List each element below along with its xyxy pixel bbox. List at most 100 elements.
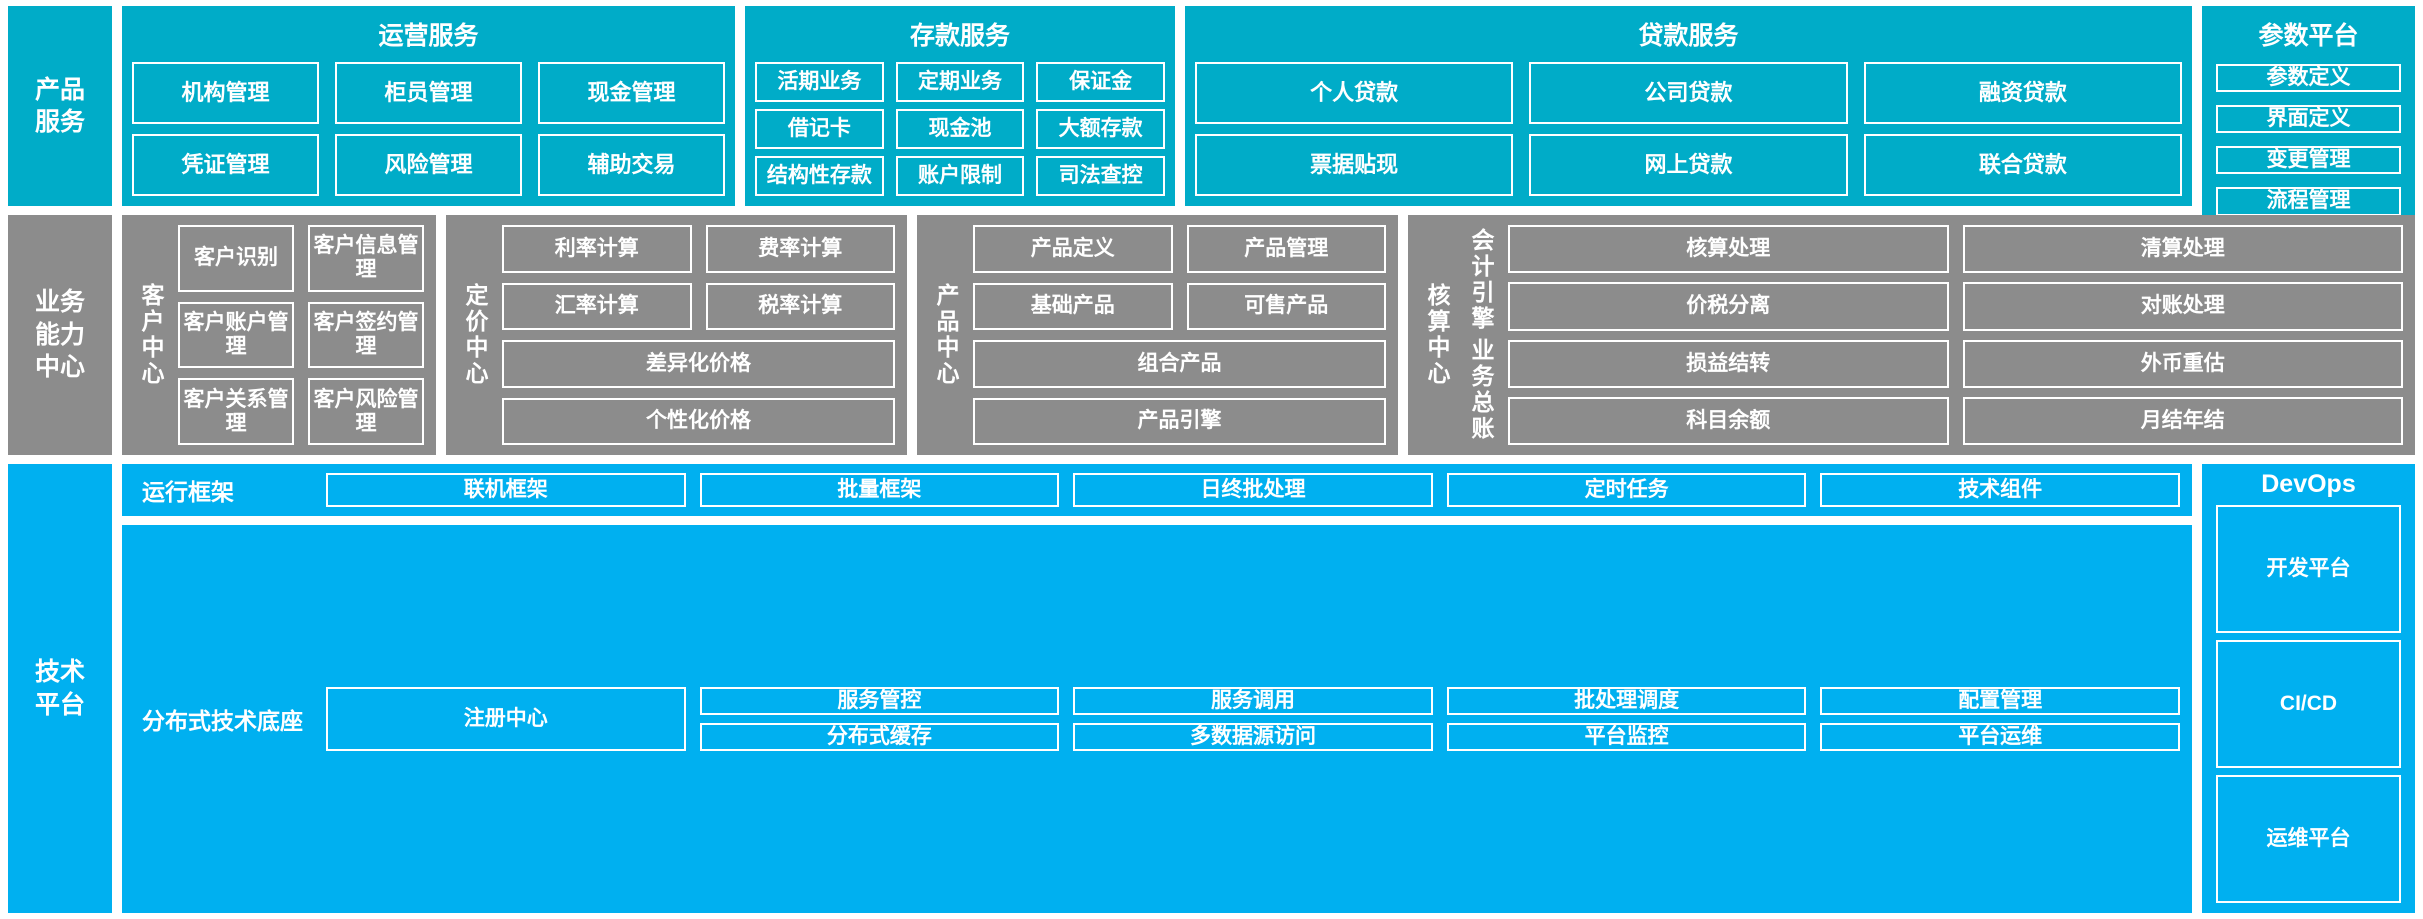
service-tile[interactable]: 借记卡	[755, 109, 884, 149]
tech-tile[interactable]: 定时任务	[1446, 473, 1807, 507]
service-tile[interactable]: 大额存款	[1036, 109, 1165, 149]
parameter-item[interactable]: 参数定义	[2216, 64, 2401, 93]
tech-tile[interactable]: 批量框架	[699, 473, 1060, 507]
capability-tile-wide[interactable]: 差异化价格	[502, 340, 895, 388]
center-accounting: 核算中心 会计引擎 业务总账 核算处理 清算处理 价税分离 对账处理 损益结转 …	[1408, 215, 2415, 455]
capability-tile[interactable]: 客户识别	[178, 225, 294, 292]
tech-tile[interactable]: 平台监控	[1446, 723, 1807, 752]
capability-tile[interactable]: 客户签约管理	[308, 301, 424, 369]
capability-tile[interactable]: 利率计算	[502, 225, 692, 273]
service-tile[interactable]: 活期业务	[755, 62, 884, 102]
accounting-sublabels: 会计引擎 业务总账	[1464, 225, 1498, 445]
band-title-runtime-framework: 运行框架	[142, 479, 234, 505]
service-tile[interactable]: 机构管理	[132, 62, 319, 124]
capability-tile[interactable]: 客户信息管理	[308, 225, 424, 292]
capability-tile[interactable]: 产品管理	[1186, 225, 1386, 273]
tech-tile[interactable]: 服务管控	[699, 686, 1060, 715]
service-tile[interactable]: 司法查控	[1036, 156, 1165, 196]
parameter-item[interactable]: 流程管理	[2216, 187, 2401, 216]
capability-tile[interactable]: 月结年结	[1962, 396, 2403, 445]
right-column: 参数平台 参数定义 界面定义 变更管理 流程管理 参数发布 参数对比	[2202, 6, 2415, 308]
service-tile[interactable]: 凭证管理	[132, 134, 319, 196]
center-customer: 客户中心 客户识别 客户信息管理 客户账户管理 客户签约管理 客户关系管理 客户…	[122, 215, 436, 455]
tech-column: 服务管控 分布式缓存	[699, 686, 1060, 752]
capability-tile[interactable]: 价税分离	[1508, 282, 1949, 331]
capability-tile[interactable]: 基础产品	[973, 282, 1173, 330]
service-tile[interactable]: 辅助交易	[538, 134, 725, 196]
service-tile[interactable]: 定期业务	[895, 62, 1025, 102]
capability-tile[interactable]: 外币重估	[1962, 339, 2403, 388]
capability-tile[interactable]: 核算处理	[1508, 225, 1949, 274]
capability-tile[interactable]: 费率计算	[705, 225, 895, 273]
loan-services-grid: 个人贷款 公司贷款 融资贷款 票据贴现 网上贷款 联合贷款	[1195, 62, 2182, 196]
service-tile[interactable]: 风险管理	[335, 134, 522, 196]
tech-tile[interactable]: 分布式缓存	[699, 723, 1060, 752]
devops-title: DevOps	[2261, 470, 2356, 498]
devops-panel: DevOps 开发平台 CI/CD 运维平台	[2202, 464, 2415, 913]
capability-tile[interactable]: 税率计算	[705, 282, 895, 330]
tech-tile[interactable]: 多数据源访问	[1073, 723, 1433, 752]
layer-label-line-1: 产品	[34, 75, 85, 104]
tech-column: 服务调用 多数据源访问	[1073, 686, 1433, 752]
group-title-loan-services: 贷款服务	[1638, 22, 1739, 50]
service-tile[interactable]: 结构性存款	[755, 156, 884, 196]
capability-tile[interactable]: 清算处理	[1962, 225, 2403, 274]
layer-label-line-1: 技术	[34, 658, 85, 686]
technology-bands: 运行框架 联机框架 批量框架 日终批处理 定时任务 技术组件 分布式技术底座 注…	[122, 464, 2192, 913]
devops-item[interactable]: 运维平台	[2216, 775, 2401, 903]
band-title-distributed-foundation: 分布式技术底座	[142, 708, 303, 734]
capability-tile[interactable]: 科目余额	[1508, 396, 1949, 445]
capability-tile[interactable]: 汇率计算	[502, 282, 692, 330]
deposit-services-grid: 活期业务 定期业务 保证金 借记卡 现金池 大额存款 结构性存款 账户限制 司法…	[755, 62, 1165, 196]
service-tile[interactable]: 网上贷款	[1529, 134, 1848, 196]
group-title-operation-services: 运营服务	[378, 22, 479, 50]
capability-tile-wide[interactable]: 产品引擎	[973, 397, 1386, 445]
parameter-item[interactable]: 界面定义	[2216, 105, 2401, 134]
service-tile[interactable]: 票据贴现	[1195, 134, 1514, 196]
tech-tile[interactable]: 配置管理	[1820, 686, 2180, 715]
tech-tile[interactable]: 联机框架	[326, 473, 686, 507]
service-tile[interactable]: 联合贷款	[1863, 134, 2182, 196]
capability-tile[interactable]: 客户账户管理	[178, 301, 294, 369]
service-tile[interactable]: 公司贷款	[1529, 62, 1848, 124]
accounting-center-grid: 核算处理 清算处理 价税分离 对账处理 损益结转 外币重估 科目余额 月结年结	[1508, 225, 2403, 445]
service-tile[interactable]: 保证金	[1036, 62, 1165, 102]
tech-tile[interactable]: 技术组件	[1820, 473, 2180, 507]
devops-item[interactable]: 开发平台	[2216, 505, 2401, 633]
layer-label-line-2: 平台	[34, 690, 85, 719]
capability-tile-wide[interactable]: 个性化价格	[502, 397, 895, 445]
layer-label-line-2: 能力	[34, 320, 85, 349]
tech-tile-registry[interactable]: 注册中心	[326, 686, 686, 752]
service-tile[interactable]: 现金池	[895, 109, 1025, 149]
service-tile[interactable]: 柜员管理	[335, 62, 522, 124]
capability-tile[interactable]: 客户风险管理	[308, 378, 424, 445]
tech-tile[interactable]: 批处理调度	[1446, 686, 1807, 715]
band-runtime-framework: 运行框架 联机框架 批量框架 日终批处理 定时任务 技术组件	[122, 464, 2192, 516]
tech-tile[interactable]: 服务调用	[1073, 686, 1433, 715]
group-loan-services: 贷款服务 个人贷款 公司贷款 融资贷款 票据贴现 网上贷款 联合贷款	[1185, 6, 2192, 206]
runtime-framework-row: 联机框架 批量框架 日终批处理 定时任务 技术组件	[326, 473, 2180, 507]
layer-label-technology-platform: 技术 平台	[8, 464, 112, 913]
capability-tile-wide[interactable]: 组合产品	[973, 340, 1386, 388]
center-product: 产品中心 产品定义 产品管理 基础产品 可售产品 组合产品 产品引擎	[917, 215, 1398, 455]
layer-label-line-3: 中心	[34, 353, 85, 382]
technology-platform-layer: 技术 平台 运行框架 联机框架 批量框架 日终批处理 定时任务 技术组件 分布式…	[8, 464, 2415, 913]
service-tile[interactable]: 现金管理	[538, 62, 725, 124]
service-tile[interactable]: 融资贷款	[1863, 62, 2182, 124]
tech-column: 批处理调度 平台监控	[1446, 686, 1807, 752]
capability-tile[interactable]: 客户关系管理	[178, 378, 294, 445]
capability-tile[interactable]: 可售产品	[1186, 282, 1386, 330]
service-tile[interactable]: 个人贷款	[1195, 62, 1514, 124]
customer-center-grid: 客户识别 客户信息管理 客户账户管理 客户签约管理 客户关系管理 客户风险管理	[178, 225, 424, 445]
capability-tile[interactable]: 对账处理	[1962, 282, 2403, 331]
devops-item[interactable]: CI/CD	[2216, 640, 2401, 768]
parameter-item[interactable]: 变更管理	[2216, 146, 2401, 175]
tech-tile[interactable]: 平台运维	[1820, 723, 2180, 752]
service-tile[interactable]: 账户限制	[895, 156, 1025, 196]
capability-tile[interactable]: 产品定义	[973, 225, 1173, 273]
layer-label-line-2: 服务	[34, 108, 85, 136]
product-services-layer: 产品 服务 运营服务 机构管理 柜员管理 现金管理 凭证管理 风险管理 辅助交易…	[8, 6, 2415, 308]
tech-tile[interactable]: 日终批处理	[1073, 473, 1433, 507]
capability-tile[interactable]: 损益结转	[1508, 339, 1949, 388]
